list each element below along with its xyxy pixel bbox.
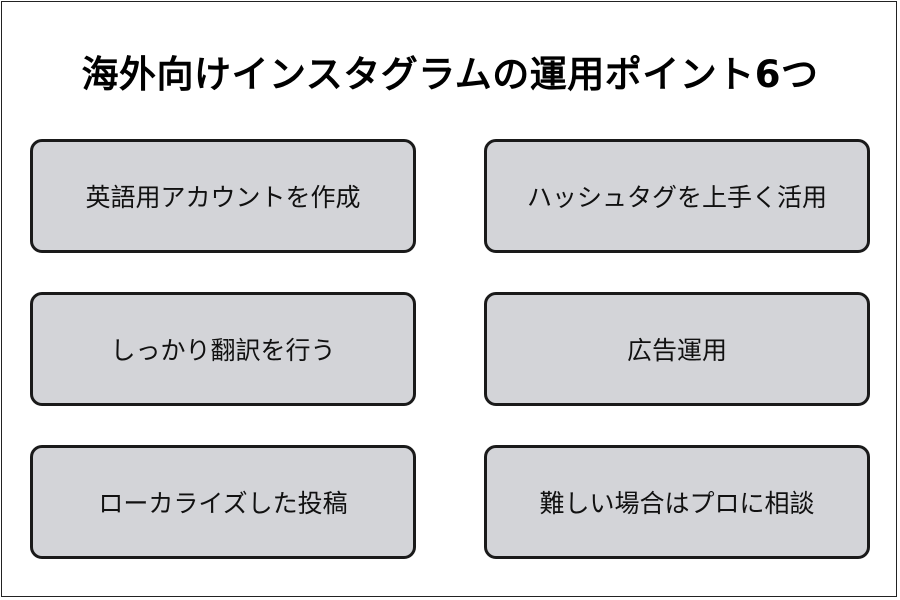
point-label: ハッシュタグを上手く活用	[526, 183, 827, 212]
point-card-2: ハッシュタグを上手く活用	[484, 139, 870, 253]
point-label: 英語用アカウントを作成	[85, 183, 361, 212]
point-card-5: ローカライズした投稿	[30, 445, 416, 559]
point-label: ローカライズした投稿	[98, 489, 348, 518]
point-card-3: しっかり翻訳を行う	[30, 292, 416, 406]
diagram-title: 海外向けインスタグラムの運用ポイント6つ	[81, 53, 819, 96]
point-card-6: 難しい場合はプロに相談	[484, 445, 870, 559]
point-card-1: 英語用アカウントを作成	[30, 139, 416, 253]
point-label: しっかり翻訳を行う	[110, 336, 336, 365]
point-label: 難しい場合はプロに相談	[539, 489, 815, 518]
point-label: 広告運用	[626, 336, 727, 365]
point-card-4: 広告運用	[484, 292, 870, 406]
